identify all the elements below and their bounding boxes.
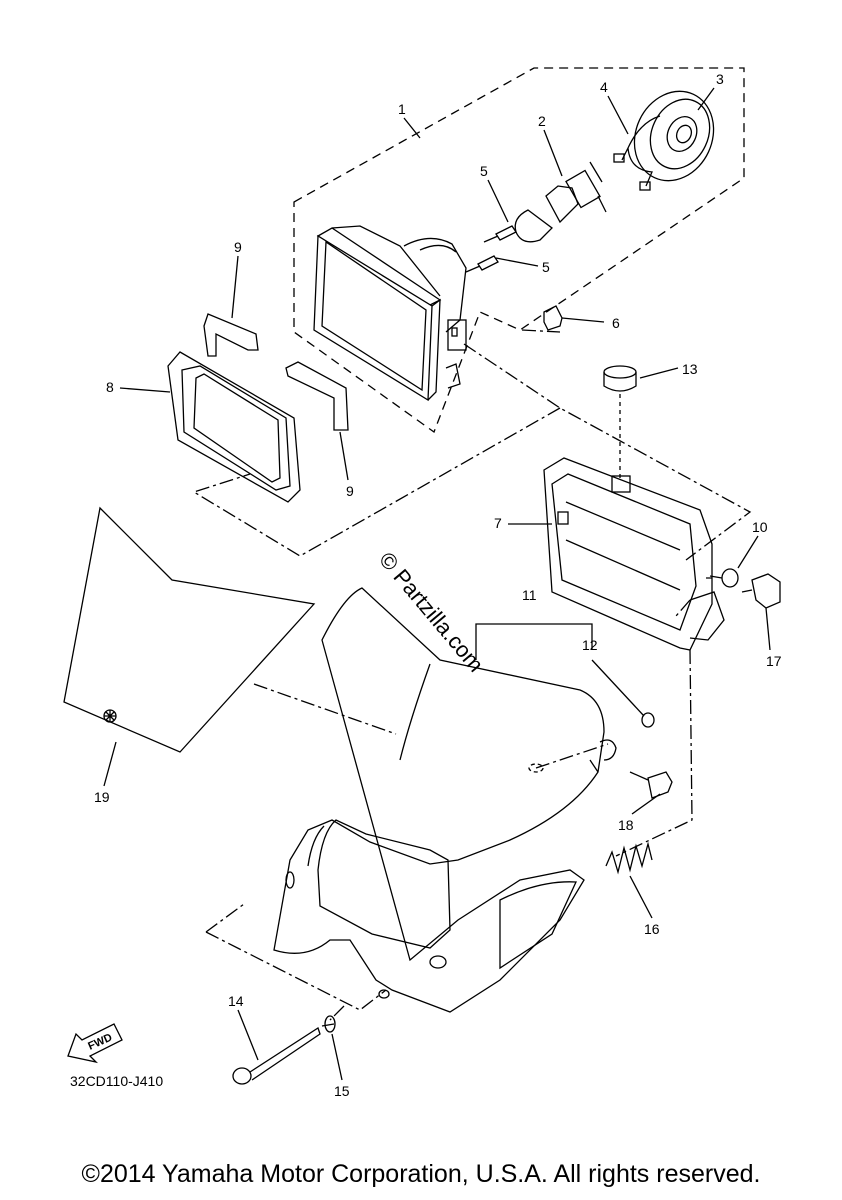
callout-19: 19 — [94, 789, 110, 805]
callout-9-upper: 9 — [234, 239, 242, 255]
bolt-18 — [629, 771, 673, 799]
fwd-arrow — [67, 1023, 123, 1064]
screw-upper — [483, 225, 517, 243]
bulb-cover — [633, 90, 715, 182]
nut — [543, 305, 563, 331]
assembly-lines — [192, 329, 753, 1027]
diagram-code: 32CD110-J410 — [70, 1073, 163, 1089]
leader-lines — [103, 87, 771, 1081]
screw-10 — [709, 568, 739, 588]
grommet — [603, 365, 637, 392]
washer-12 — [641, 712, 655, 728]
callout-12: 12 — [582, 637, 598, 653]
copyright-notice: ©2014 Yamaha Motor Corporation, U.S.A. A… — [81, 1160, 761, 1188]
callout-16: 16 — [644, 921, 660, 937]
callout-1: 1 — [398, 101, 406, 117]
callout-18: 18 — [618, 817, 634, 833]
callout-8: 8 — [106, 379, 114, 395]
callout-9-lower: 9 — [346, 483, 354, 499]
seal-upper — [203, 313, 259, 357]
callout-13: 13 — [682, 361, 698, 377]
callout-4: 4 — [600, 79, 608, 95]
callout-17: 17 — [766, 653, 782, 669]
callout-2: 2 — [538, 113, 546, 129]
callout-3: 3 — [716, 71, 724, 87]
screw-lower — [465, 255, 499, 273]
headlight-bracket — [543, 457, 725, 651]
fwd-label: FWD — [86, 1032, 114, 1053]
callout-7: 7 — [494, 515, 502, 531]
callout-11: 11 — [522, 587, 537, 603]
clip — [751, 573, 781, 609]
rim — [167, 351, 301, 503]
callout-6: 6 — [612, 315, 620, 331]
seal-lower — [285, 361, 349, 431]
washer-15 — [324, 1015, 336, 1033]
spring — [605, 841, 653, 875]
decal — [63, 506, 316, 753]
callout-14: 14 — [228, 993, 244, 1009]
headlight-unit — [313, 225, 467, 402]
callout-10: 10 — [752, 519, 768, 535]
wire-lead — [621, 115, 661, 187]
callout-5-upper: 5 — [480, 163, 488, 179]
callout-5-lower: 5 — [542, 259, 550, 275]
callout-15: 15 — [334, 1083, 350, 1099]
long-bolt — [232, 1026, 321, 1085]
headlight-cover — [273, 587, 617, 1013]
